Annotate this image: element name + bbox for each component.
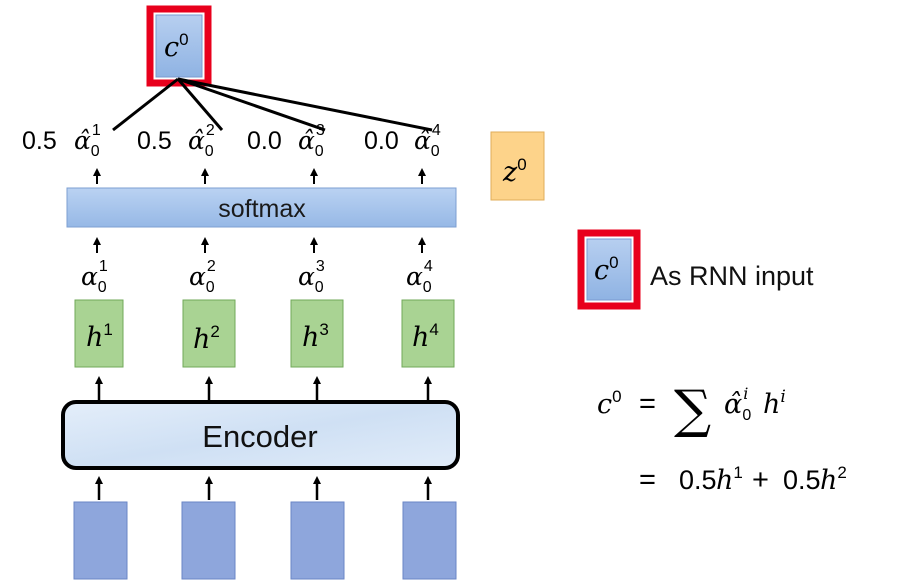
weight-sub-1: 0 bbox=[91, 143, 100, 160]
weight-line-1 bbox=[112, 77, 179, 132]
weight-symbol-4: α̂ bbox=[414, 126, 431, 155]
input-token-box-3 bbox=[290, 501, 345, 580]
svg-text:α̂30: α̂3 0 bbox=[298, 122, 325, 160]
formula-plus: + bbox=[752, 464, 769, 496]
input-tokens-row bbox=[73, 501, 457, 580]
softmax-box bbox=[66, 187, 457, 228]
formula-equals-2: = bbox=[639, 464, 656, 496]
context-vector-box bbox=[155, 14, 203, 78]
hidden-state-label-1: h1 bbox=[86, 320, 113, 353]
weight-line-2 bbox=[176, 78, 224, 131]
legend-highlight bbox=[577, 229, 641, 310]
formula-coef-2: 0.5 bbox=[783, 465, 821, 495]
decoder-state-box bbox=[490, 131, 545, 201]
weight-line-3 bbox=[177, 77, 326, 132]
formula-line-2: = 0.5 h1 + 0.5 h2 bbox=[639, 463, 847, 496]
weight-sub-4: 0 bbox=[431, 143, 440, 160]
summation-symbol: ∑ bbox=[674, 380, 711, 440]
normalized-weight-1: 0.5 α̂1 0 bbox=[22, 122, 101, 160]
input-token-box-2 bbox=[181, 501, 236, 580]
hidden-state-label-3: h3 bbox=[302, 320, 329, 353]
context-vector-highlight bbox=[146, 5, 212, 87]
hidden-state-box-4 bbox=[401, 299, 455, 368]
formula-equals-1: = bbox=[639, 388, 656, 420]
legend-context-box bbox=[586, 238, 632, 301]
weight-sup-3: 3 bbox=[316, 122, 325, 139]
weight-symbol-1: α̂ bbox=[74, 126, 91, 155]
encoder-box bbox=[61, 400, 460, 470]
weight-sup-2: 2 bbox=[206, 122, 215, 139]
context-connection-lines bbox=[112, 77, 433, 132]
hidden-states-row: h1 h2 h3 h4 bbox=[74, 299, 455, 368]
normalized-weight-2: 0.5 α̂2 0 bbox=[137, 122, 215, 160]
hidden-state-label-2: h2 bbox=[193, 322, 220, 355]
normalized-weight-3: 0.0 α̂3 0 bbox=[247, 122, 325, 160]
weight-line-4 bbox=[177, 77, 433, 132]
encoder-output-arrows bbox=[95, 376, 432, 402]
weight-sup-4: 4 bbox=[432, 122, 441, 139]
formula-h: hi bbox=[763, 387, 786, 420]
formula-term-1: h1 bbox=[716, 463, 743, 496]
svg-text:α̂10: α̂1 0 bbox=[74, 122, 101, 160]
encoder-label: Encoder bbox=[202, 419, 317, 454]
formula-term-2: h2 bbox=[820, 463, 847, 496]
context-vector-label: c0 bbox=[164, 30, 189, 63]
softmax-label: softmax bbox=[218, 195, 306, 223]
normalized-weight-4: 0.0 α̂4 0 bbox=[364, 122, 441, 160]
hidden-state-box-1 bbox=[74, 299, 124, 368]
hidden-state-box-2 bbox=[182, 299, 236, 368]
weight-sup-1: 1 bbox=[92, 122, 101, 139]
formula-coef-1: 0.5 bbox=[679, 465, 717, 495]
svg-text:α̂40: α̂4 0 bbox=[414, 122, 441, 160]
weight-value-3: 0.0 bbox=[247, 127, 282, 155]
formula-lhs: c0 bbox=[597, 387, 622, 420]
score-arrows bbox=[93, 237, 426, 253]
input-token-box-4 bbox=[402, 501, 457, 580]
legend-text: As RNN input bbox=[650, 261, 814, 291]
weight-value-1: 0.5 bbox=[22, 127, 57, 155]
hidden-state-label-4: h4 bbox=[412, 320, 439, 353]
svg-text:α̂20: α̂2 0 bbox=[188, 122, 215, 160]
weight-sub-3: 0 bbox=[315, 143, 324, 160]
weight-sub-2: 0 bbox=[205, 143, 214, 160]
weight-value-2: 0.5 bbox=[137, 127, 172, 155]
input-arrows bbox=[95, 476, 432, 500]
softmax-output-arrows bbox=[93, 168, 426, 184]
weight-symbol-2: α̂ bbox=[188, 126, 205, 155]
hidden-state-box-3 bbox=[290, 299, 344, 368]
weight-value-4: 0.0 bbox=[364, 127, 399, 155]
decoder-state-label: z0 bbox=[502, 155, 527, 188]
legend-context-label: c0 bbox=[594, 253, 619, 286]
input-token-box-1 bbox=[73, 501, 128, 580]
weight-symbol-3: α̂ bbox=[298, 126, 315, 155]
